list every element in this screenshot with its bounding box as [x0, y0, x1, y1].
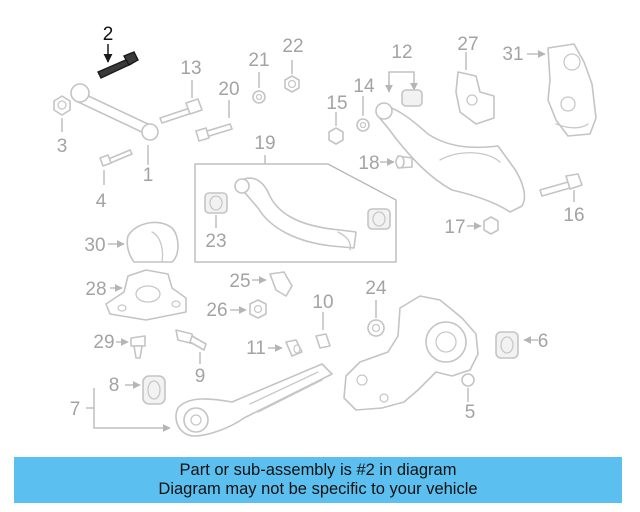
callout-27: 27: [457, 34, 478, 55]
callout-28: 28: [85, 279, 106, 300]
banner-line-1: Part or sub-assembly is #2 in diagram: [179, 461, 457, 479]
part-15-nut[interactable]: 15: [326, 93, 348, 145]
part-31-bracket[interactable]: 31: [502, 43, 597, 137]
callout-24: 24: [365, 278, 387, 299]
callout-21: 21: [248, 50, 269, 71]
parts-diagram: 2 1 3 4 13 20 21: [53, 24, 597, 437]
part-14-washer[interactable]: 14: [353, 76, 375, 132]
part-28-mount[interactable]: 28: [85, 269, 187, 321]
callout-8: 8: [109, 375, 120, 396]
callout-15: 15: [326, 93, 347, 114]
callout-11: 11: [246, 338, 266, 359]
part-12-lower-arm[interactable]: 12: [375, 42, 526, 213]
part-1-lateral-link[interactable]: 1: [70, 83, 159, 186]
part-11-bolt[interactable]: 11: [246, 338, 303, 359]
part-2-bolt[interactable]: 2: [97, 24, 139, 79]
callout-9: 9: [195, 366, 206, 387]
part-6-bushing[interactable]: 6: [495, 331, 549, 359]
part-17-nut[interactable]: 17: [444, 216, 499, 238]
callout-10: 10: [312, 292, 333, 313]
callout-3: 3: [57, 136, 68, 157]
callout-23: 23: [205, 231, 226, 252]
callout-16: 16: [563, 205, 584, 226]
part-4-bolt[interactable]: 4: [96, 149, 133, 212]
callout-2: 2: [103, 24, 114, 45]
part-9-bolt[interactable]: 9: [175, 329, 207, 387]
part-16-bolt[interactable]: 16: [539, 173, 585, 226]
callout-31: 31: [502, 44, 523, 65]
callout-6: 6: [538, 331, 549, 352]
part-10-bolt[interactable]: 10: [312, 292, 334, 349]
callout-17: 17: [444, 217, 465, 238]
callout-19: 19: [254, 133, 275, 154]
callout-25: 25: [229, 271, 250, 292]
part-7-trailing-arm[interactable]: 7: [70, 363, 333, 437]
part-29-clip[interactable]: 29: [93, 332, 146, 359]
part-5-knuckle[interactable]: 5: [343, 295, 479, 423]
callout-29: 29: [93, 332, 114, 353]
part-18-bolt[interactable]: 18: [358, 153, 413, 174]
callout-20: 20: [218, 79, 239, 100]
callout-14: 14: [353, 76, 375, 97]
callout-5: 5: [465, 402, 476, 423]
part-21-washer[interactable]: 21: [248, 50, 270, 104]
part-13-bolt[interactable]: 13: [159, 58, 203, 124]
callout-7: 7: [70, 399, 81, 420]
part-30-bumper[interactable]: 30: [84, 221, 179, 263]
part-25-bracket[interactable]: 25: [229, 271, 293, 297]
banner-line-2: Diagram may not be specific to your vehi…: [158, 480, 478, 498]
part-8-bushing[interactable]: 8: [109, 375, 166, 405]
part-24-washer[interactable]: 24: [365, 278, 387, 337]
callout-1: 1: [143, 165, 154, 186]
callout-13: 13: [180, 58, 201, 79]
info-banner: Part or sub-assembly is #2 in diagram Di…: [14, 457, 622, 503]
callout-22: 22: [282, 36, 303, 57]
part-20-bolt[interactable]: 20: [195, 79, 240, 142]
callout-18: 18: [358, 153, 379, 174]
part-23-bushing[interactable]: 23: [204, 192, 391, 252]
part-3-nut[interactable]: 3: [53, 95, 71, 157]
callout-4: 4: [96, 191, 107, 212]
callout-30: 30: [84, 235, 105, 256]
callout-12: 12: [391, 42, 412, 63]
part-27-bracket[interactable]: 27: [455, 34, 495, 125]
part-22-nut[interactable]: 22: [282, 36, 304, 93]
part-26-nut[interactable]: 26: [206, 299, 267, 321]
part-19-upper-arm-assembly[interactable]: 19: [194, 133, 397, 263]
callout-26: 26: [206, 300, 227, 321]
